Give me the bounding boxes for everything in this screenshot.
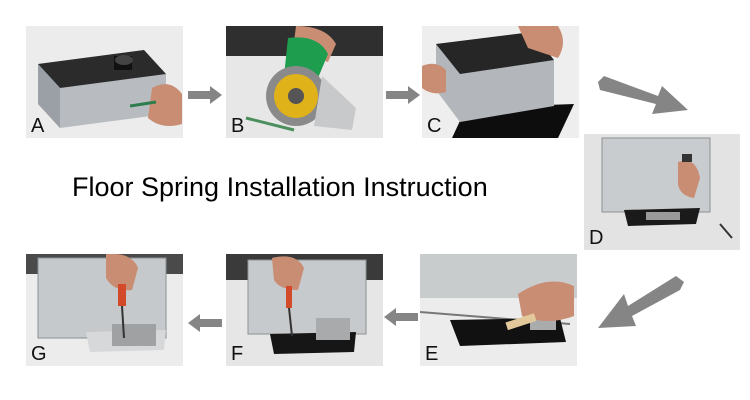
arrow-right-icon — [386, 86, 420, 104]
final-assembly-illustration — [26, 254, 183, 366]
box-lowering-illustration — [422, 26, 579, 138]
step-b-photo: B — [226, 26, 383, 138]
step-a-label: A — [31, 115, 45, 137]
spindle-adjusting-illustration — [420, 254, 577, 366]
step-e-photo: E — [420, 254, 577, 366]
floor-spring-box-illustration — [26, 26, 183, 138]
step-b-label: B — [231, 115, 245, 137]
arrow-diagonal-down-left-icon — [598, 276, 684, 332]
arrow-left-icon — [384, 308, 418, 326]
step-f-photo: F — [226, 254, 383, 366]
step-e-label: E — [425, 343, 439, 365]
step-g-photo: G — [26, 254, 183, 366]
step-a-photo: A — [26, 26, 183, 138]
screwdriver-fastening-illustration — [226, 254, 383, 366]
glass-door-fitting-illustration — [584, 134, 740, 250]
step-d-label: D — [589, 227, 604, 249]
step-c-photo: C — [422, 26, 579, 138]
step-d-photo: D — [584, 134, 740, 250]
step-g-label: G — [31, 343, 47, 365]
step-c-label: C — [427, 115, 442, 137]
arrow-right-icon — [188, 86, 222, 104]
saw-cutting-illustration — [226, 26, 383, 138]
arrow-diagonal-down-right-icon — [598, 76, 688, 116]
arrow-left-icon — [188, 314, 222, 332]
diagram-title: Floor Spring Installation Instruction — [72, 172, 488, 202]
step-f-label: F — [231, 343, 244, 365]
